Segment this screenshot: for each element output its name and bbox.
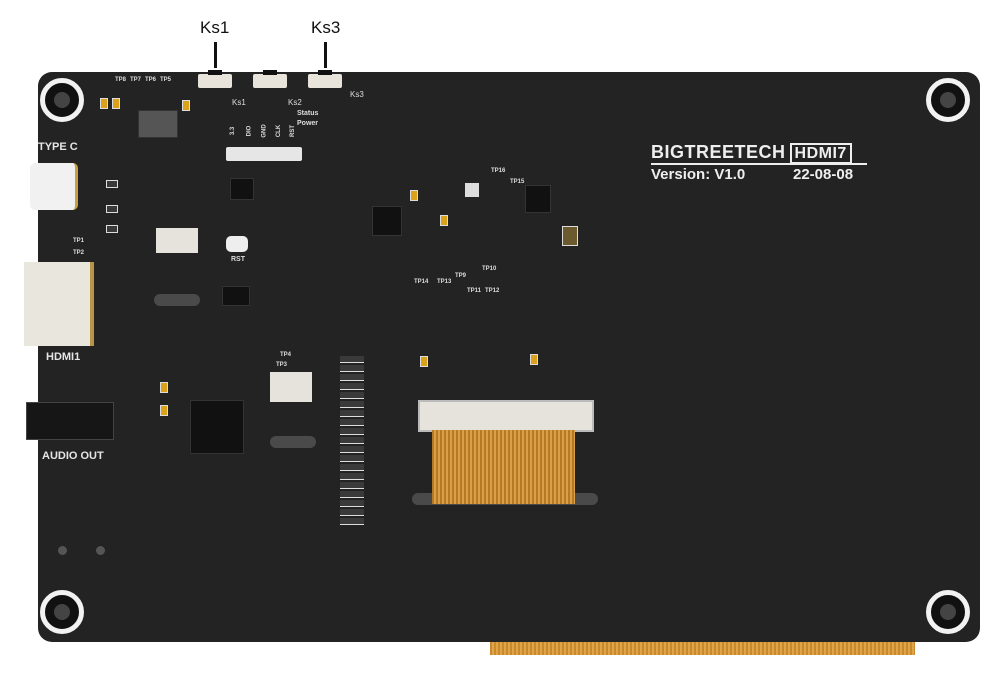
pin-label-gnd: GND	[261, 124, 268, 138]
label-audio-out: AUDIO OUT	[42, 450, 104, 462]
fiducial	[96, 546, 105, 555]
usb-type-c-port[interactable]	[30, 163, 78, 210]
fpc-connector-small	[156, 228, 198, 253]
tp11: TP11	[467, 288, 482, 294]
pin-label-rst: RST	[290, 125, 296, 137]
version-label: Version:	[651, 166, 711, 183]
pcb-board	[38, 72, 980, 642]
label-ks3: Ks3	[350, 90, 364, 99]
mounting-hole	[926, 590, 970, 634]
switch-ks3[interactable]	[308, 70, 342, 88]
tp3: TP3	[276, 362, 288, 368]
resistor	[106, 205, 118, 213]
ic-chip	[222, 286, 250, 306]
potentiometer[interactable]	[465, 183, 479, 197]
tp8: TP8	[115, 77, 127, 83]
tp14: TP14	[414, 279, 429, 285]
callout-line-ks3	[324, 42, 327, 68]
pin-label-clk: CLK	[276, 124, 283, 138]
lcd-ribbon-cable	[432, 430, 575, 504]
resistor	[106, 225, 118, 233]
board-slot	[270, 436, 316, 448]
version-text: Version: V1.0	[651, 166, 745, 183]
voltage-regulator	[138, 110, 178, 138]
fiducial	[58, 546, 67, 555]
tp16: TP16	[491, 168, 506, 174]
lcd-fpc-connector	[418, 400, 594, 432]
capacitor	[440, 215, 448, 226]
capacitor	[562, 226, 578, 246]
pin-label-3v3: 3.3	[230, 126, 237, 136]
reset-button[interactable]	[226, 236, 248, 252]
callout-line-ks1	[214, 42, 217, 68]
main-processor	[190, 400, 244, 454]
tp1: TP1	[73, 238, 85, 244]
inductor	[525, 185, 551, 213]
swd-pin-header	[226, 147, 302, 161]
label-hdmi1: HDMI1	[46, 351, 81, 363]
board-slot	[154, 294, 200, 306]
capacitor	[112, 98, 120, 109]
tp2: TP2	[73, 250, 85, 256]
capacitor	[160, 382, 168, 393]
switch-ks1[interactable]	[198, 70, 232, 88]
mounting-hole	[40, 78, 84, 122]
inductor	[372, 206, 402, 236]
label-ks2: Ks2	[288, 98, 302, 107]
capacitor	[182, 100, 190, 111]
capacitor	[100, 98, 108, 109]
label-type-c: TYPE C	[38, 141, 78, 153]
audio-jack[interactable]	[26, 402, 114, 440]
fpc-connector-small	[270, 372, 312, 402]
label-power-led: Power	[297, 120, 319, 127]
tp5: TP5	[160, 77, 172, 83]
callout-ks1: Ks1	[200, 18, 230, 37]
lcd-flex-cable	[490, 640, 915, 655]
ic-chip	[230, 178, 254, 200]
label-status-led: Status	[297, 110, 319, 117]
callout-ks3: Ks3	[311, 18, 341, 37]
capacitor	[420, 356, 428, 367]
resistor-array	[340, 356, 364, 526]
tp9: TP9	[455, 273, 467, 279]
mounting-hole	[926, 78, 970, 122]
switch-ks2[interactable]	[253, 70, 287, 88]
model-name: HDMI7	[789, 143, 852, 164]
tp4: TP4	[280, 352, 292, 358]
tp6: TP6	[145, 77, 157, 83]
label-rst: RST	[231, 256, 245, 263]
resistor	[106, 180, 118, 188]
tp7: TP7	[130, 77, 142, 83]
pin-label-dio: DIO	[246, 125, 253, 137]
mounting-hole	[40, 590, 84, 634]
logo-underline	[651, 163, 867, 165]
version-value: V1.0	[714, 166, 746, 183]
revision-date: 22-08-08	[793, 166, 854, 183]
tp10: TP10	[482, 266, 497, 272]
tp15: TP15	[510, 179, 525, 185]
capacitor	[160, 405, 168, 416]
capacitor	[410, 190, 418, 201]
brand-name: BIGTREETECH	[651, 142, 786, 162]
tp13: TP13	[437, 279, 452, 285]
label-ks1: Ks1	[232, 98, 246, 107]
capacitor	[530, 354, 538, 365]
hdmi-port[interactable]	[24, 262, 94, 346]
tp12: TP12	[485, 288, 500, 294]
